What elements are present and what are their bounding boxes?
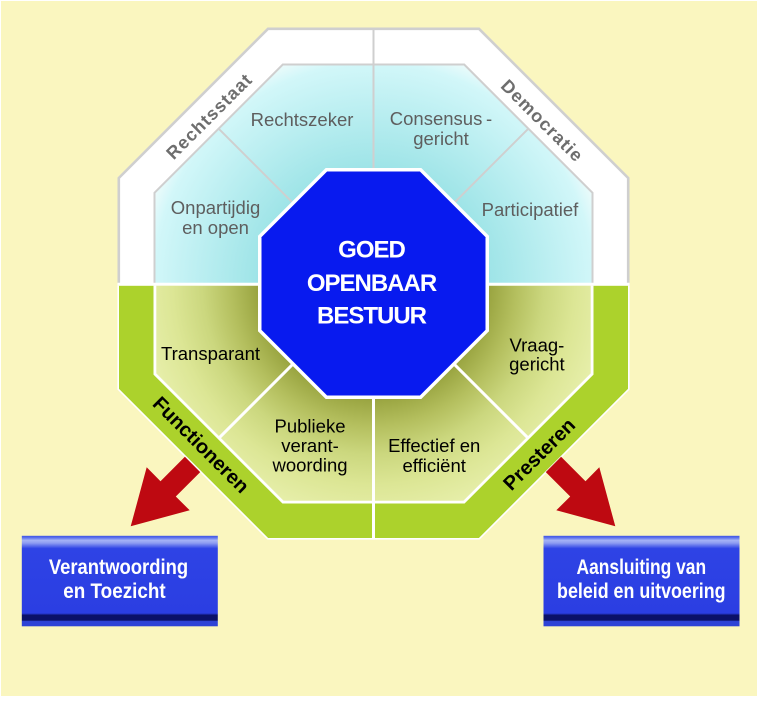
svg-text:Verantwoording: Verantwoording <box>49 555 188 579</box>
svg-text:GOED: GOED <box>338 237 405 264</box>
svg-text:Effectief en: Effectief en <box>388 435 480 456</box>
svg-text:gericht: gericht <box>413 128 469 149</box>
svg-text:gericht: gericht <box>509 354 565 375</box>
svg-text:efficiënt: efficiënt <box>402 455 465 476</box>
svg-text:en open: en open <box>182 217 249 238</box>
svg-text:Vraag-: Vraag- <box>509 335 564 356</box>
svg-text:woording: woording <box>271 455 347 476</box>
svg-text:Publieke: Publieke <box>275 415 346 436</box>
svg-text:Consensus -: Consensus - <box>390 108 492 129</box>
svg-text:Aansluiting van: Aansluiting van <box>577 555 707 579</box>
svg-text:verant-: verant- <box>281 435 339 456</box>
svg-text:en Toezicht: en Toezicht <box>63 579 165 603</box>
svg-text:Onpartijdig: Onpartijdig <box>171 197 260 218</box>
svg-text:OPENBAAR: OPENBAAR <box>307 270 437 297</box>
svg-text:BESTUUR: BESTUUR <box>317 302 427 329</box>
svg-text:Rechtszeker: Rechtszeker <box>251 109 354 130</box>
svg-text:Transparant: Transparant <box>161 343 260 364</box>
svg-text:beleid en uitvoering: beleid en uitvoering <box>557 579 726 603</box>
svg-text:Participatief: Participatief <box>482 199 580 220</box>
